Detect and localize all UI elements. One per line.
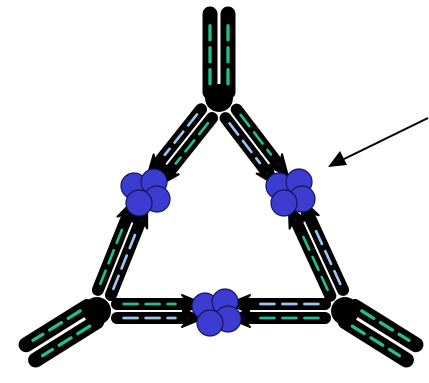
- antibody-stem-top-hinge: [205, 84, 233, 112]
- bound-cluster-layer: [121, 169, 315, 336]
- pointer-arrow-layer: [328, 118, 428, 167]
- pointer-arrow: [328, 118, 428, 167]
- antibody-arm-bottom-right: [228, 295, 325, 327]
- antibody-stem-bottom-left: [26, 297, 111, 360]
- bound-cluster-right: [266, 169, 315, 216]
- antibody-stem-bottom-right: [331, 297, 416, 360]
- bound-cluster-bottom-lobe-4: [197, 310, 223, 336]
- bound-cluster-right-lobe-4: [271, 190, 297, 216]
- bound-cluster-left-lobe-4: [126, 190, 152, 216]
- bound-cluster-bottom: [192, 289, 241, 336]
- antibody-arm-right-lower: [289, 199, 343, 296]
- pointer-arrow-shaft: [344, 118, 428, 159]
- antibody-stem-bottom-right-hinge: [331, 297, 359, 325]
- antibody-stem-bottom-left-hinge: [83, 297, 111, 325]
- antibody-stem-top: [205, 14, 233, 112]
- antibody-arm-bottom-left: [117, 295, 204, 327]
- bound-cluster-left: [121, 169, 170, 216]
